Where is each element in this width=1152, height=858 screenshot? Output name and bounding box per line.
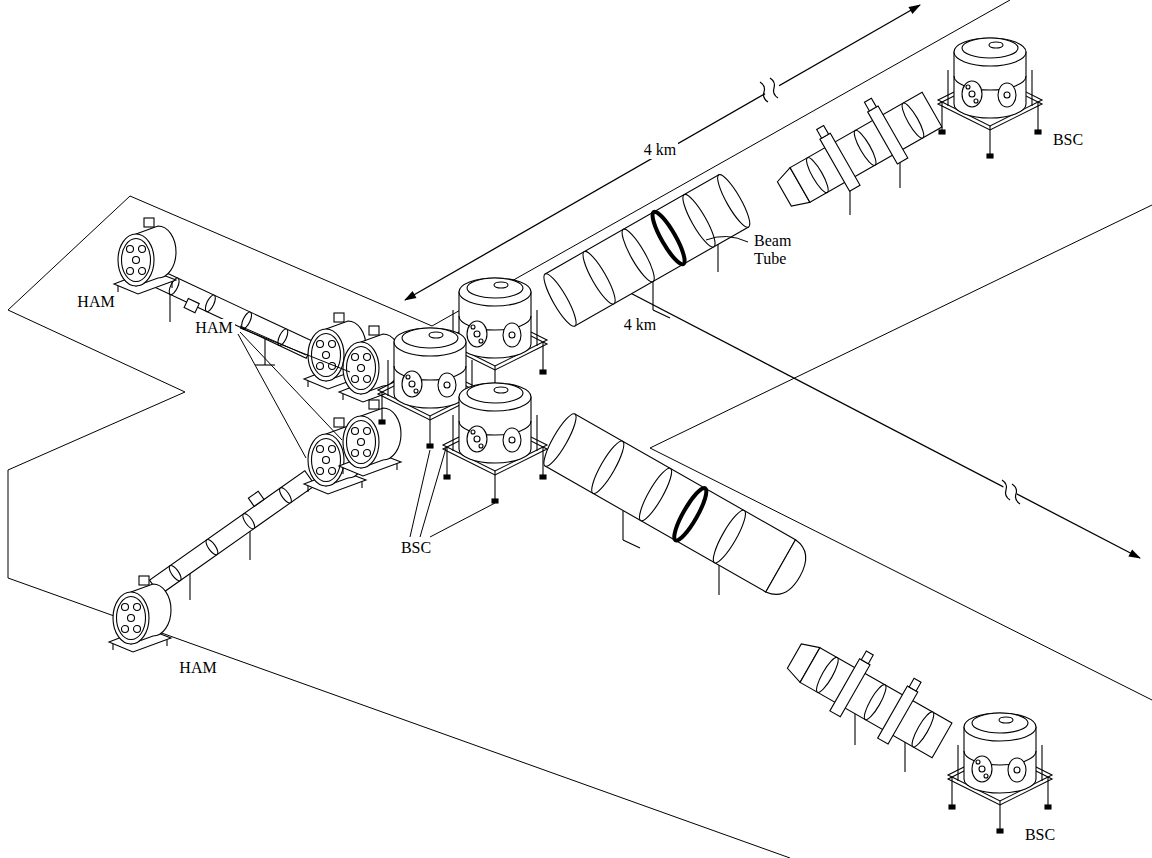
ham-chamber-part (339, 400, 401, 476)
side-tube-part-part (203, 294, 217, 313)
beam-tube-part (718, 565, 719, 595)
beam-tube-part-part (545, 175, 748, 326)
beam-tube-part-part (678, 191, 720, 250)
bsc-chamber-part (443, 383, 547, 503)
dimension-label: 4 km (622, 316, 658, 334)
end-station-tube (765, 75, 962, 772)
end-station-tube-part-part (878, 686, 918, 744)
side-tube-part-part (241, 512, 257, 531)
break-mark (760, 78, 1020, 504)
break-mark-part (1002, 480, 1010, 500)
chamber-label: BSC (399, 539, 433, 557)
beam-tube-part-part (578, 248, 620, 307)
bsc-chamber-part (938, 38, 1042, 158)
beam-tube (539, 171, 815, 602)
end-station-tube-part-part (820, 133, 860, 191)
end-station-tube-part (765, 75, 947, 220)
chamber-label: HAM (75, 293, 116, 311)
end-station-tube-part-part (813, 655, 842, 695)
beam-tube-part-part (708, 507, 750, 566)
dimension-arrow-part (615, 285, 1140, 558)
side-tube-part (264, 338, 265, 365)
beam-tube-part-part (617, 226, 659, 285)
floor-outline-part (8, 0, 1010, 858)
end-station-tube-part (780, 621, 962, 766)
end-station-tube-part-part (800, 648, 952, 758)
side-tube-part (150, 270, 314, 364)
end-station-tube-part (854, 712, 855, 745)
side-tube-part-part (167, 564, 183, 583)
bsc-chamber (378, 38, 1052, 833)
side-tube-part-part (248, 491, 264, 506)
end-station-tube-part-part (909, 710, 938, 750)
beam-tube-part-part (545, 414, 795, 592)
side-tube-part-part (204, 538, 220, 557)
break-mark-part (1012, 484, 1020, 504)
end-station-tube-part-part (790, 92, 942, 202)
beam-tube-part-part (539, 410, 581, 469)
beam-tube-part-part (635, 465, 677, 524)
break-mark-part (760, 82, 768, 102)
ham-chamber-part (114, 218, 176, 294)
chamber-label: HAM (193, 319, 234, 337)
end-station-tube-part-part (868, 106, 908, 164)
leader-line-part (430, 503, 495, 537)
chamber-label: HAM (177, 659, 218, 677)
end-station-tube-part-part (803, 155, 832, 195)
beam-tube-part (539, 171, 755, 329)
bsc-chamber-part (948, 713, 1052, 833)
side-tube-part (249, 530, 250, 560)
ham-chamber (109, 218, 401, 652)
beam-tube-part (622, 511, 623, 540)
chamber-label: BSC (1023, 826, 1057, 844)
end-station-tube-part-part (861, 682, 890, 722)
beam-tube-part (623, 540, 640, 548)
ham-chamber-part (109, 576, 171, 652)
side-tube-part-part (184, 299, 199, 313)
end-station-tube-part-part (851, 128, 880, 168)
end-station-tube-part-part (830, 659, 870, 717)
leader-line-part (240, 332, 342, 440)
chamber-label: BSC (1051, 131, 1085, 149)
beam-tube-part-part (539, 270, 581, 329)
leader-line-part (420, 448, 446, 537)
side-tube-part (189, 572, 190, 600)
dimension-label: 4 km (642, 141, 678, 159)
end-station-tube-part-part (817, 125, 829, 138)
side-tube-part-part (276, 328, 290, 347)
beam-tube-part-part (713, 171, 755, 230)
side-tube-part-part (277, 486, 293, 505)
beam-tube-part (717, 244, 718, 272)
beam-tube-part-part (648, 209, 690, 268)
side-tube (144, 270, 315, 600)
dimension-arrow (405, 5, 1140, 558)
side-tube-part-part (150, 471, 316, 595)
end-station-tube-part-part (909, 678, 921, 691)
side-tube-part-part (152, 270, 314, 358)
beam-tube-part-part (587, 438, 629, 497)
end-station-tube-part-part (861, 651, 873, 664)
beam-tube-part (652, 281, 653, 310)
beam-tube-part-part (766, 540, 815, 603)
leader-line-part (238, 334, 306, 458)
beam-tube-part (539, 410, 815, 602)
leader-line-part (706, 236, 748, 242)
floor-outline-part (650, 205, 1152, 700)
beam-tube-part-part (669, 485, 711, 544)
floor-outline (8, 0, 1152, 858)
end-station-tube-part-part (899, 101, 928, 141)
end-station-tube-part-part (864, 98, 876, 111)
leader-line (238, 236, 748, 537)
end-station-tube-part (904, 740, 905, 772)
part-label: Beam Tube (752, 232, 793, 267)
leader-line-part (410, 450, 430, 537)
side-tube-part (144, 462, 315, 594)
side-tube-part (169, 292, 170, 322)
break-mark-part (770, 78, 778, 98)
